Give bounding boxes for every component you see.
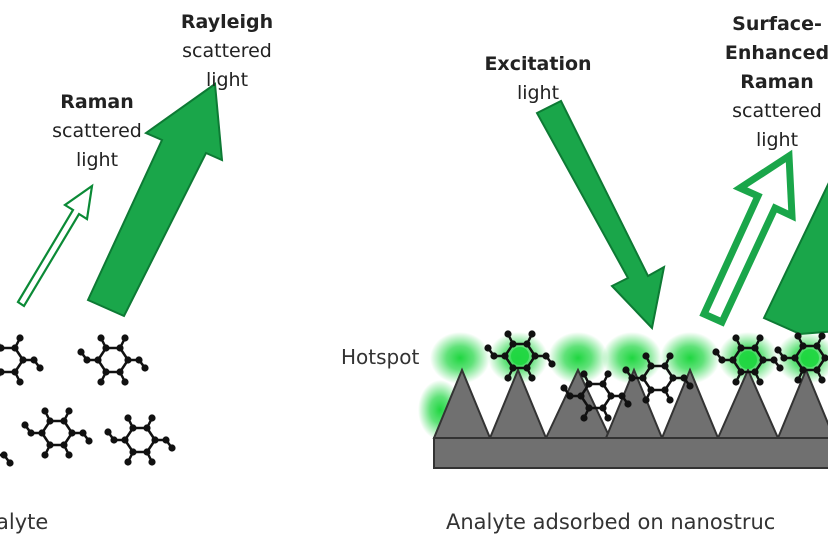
hotspot-core (511, 347, 529, 365)
rayleigh-title: Rayleigh (180, 11, 274, 33)
excitation-line1: light (516, 82, 560, 104)
nanostructure-substrate (432, 367, 828, 469)
raman-line2: light (75, 149, 119, 171)
raman-arrow (16, 183, 94, 308)
sers-line2: light (755, 129, 799, 151)
sers-title2: Enhanced (724, 42, 828, 64)
sers-title3: Raman (740, 71, 814, 93)
molecule (103, 413, 177, 467)
hotspot-core (801, 349, 819, 367)
right-caption: Analyte adsorbed on nanostruc (446, 510, 776, 534)
rayleigh-label: Rayleigh scattered light (172, 8, 282, 95)
sers-arrow-solid (762, 182, 828, 336)
hotspot-glows (418, 332, 828, 440)
molecule (0, 333, 45, 387)
sers-label: Surface- Enhanced Raman scattered light (722, 10, 828, 155)
excitation-arrow (535, 99, 666, 331)
sers-arrow-outline (699, 149, 796, 327)
molecule (0, 428, 15, 482)
raman-line1: scattered (52, 120, 142, 142)
excitation-label: Excitation light (478, 50, 598, 108)
raman-label: Raman scattered light (42, 88, 152, 175)
rayleigh-line2: light (205, 69, 249, 91)
molecule (20, 406, 94, 460)
rayleigh-line1: scattered (182, 40, 272, 62)
left-caption: alyte (0, 510, 49, 534)
sers-title1: Surface- (732, 13, 822, 35)
excitation-title: Excitation (484, 53, 592, 75)
hotspot-core (739, 351, 757, 369)
hotspot-label: Hotspot (341, 345, 420, 369)
molecule (76, 333, 150, 387)
rayleigh-arrow (86, 82, 224, 318)
sers-line1: scattered (732, 100, 822, 122)
raman-title: Raman (60, 91, 134, 113)
